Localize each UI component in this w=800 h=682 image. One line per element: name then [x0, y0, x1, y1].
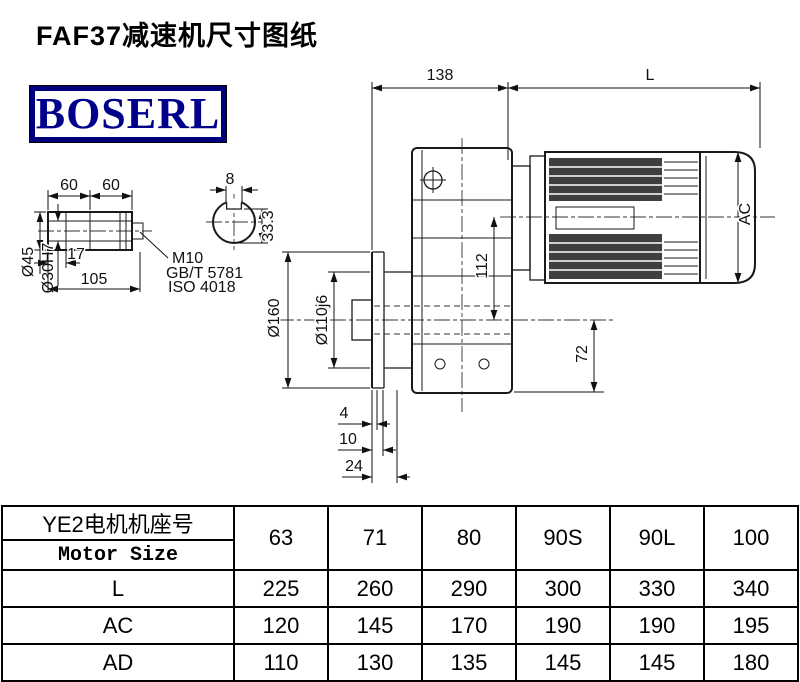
- shaft-section-view: 8 33.3: [206, 170, 279, 250]
- cell-AD-63: 110: [233, 643, 327, 680]
- dim-112-label: 112: [474, 253, 491, 279]
- motor-size-label-cn: YE2电机机座号: [3, 507, 233, 541]
- motor-size-80: 80: [421, 507, 515, 569]
- dim-d110: Ø110j6: [313, 271, 370, 369]
- boserl-logo-text: BOSERL: [35, 89, 221, 138]
- dim-60-left-label: 60: [60, 177, 78, 194]
- gearbox-housing: [374, 147, 513, 394]
- output-flange: [351, 251, 412, 389]
- motor-size-71: 71: [327, 507, 421, 569]
- dim-33-3-label: 33.3: [260, 210, 277, 241]
- motor-size-label-en: Motor Size: [57, 543, 179, 567]
- motor-size-90s: 90S: [515, 507, 609, 569]
- dim-17-label: 17: [67, 246, 85, 263]
- dim-d160: Ø160: [265, 251, 370, 389]
- cell-AC-90l: 190: [609, 606, 703, 643]
- cell-AC-80: 170: [421, 606, 515, 643]
- cell-L-80: 290: [421, 569, 515, 606]
- row-label-AD: AD: [3, 643, 233, 680]
- motor-adapter: [511, 155, 546, 281]
- cell-L-90l: 330: [609, 569, 703, 606]
- boserl-logo: BOSERL: [30, 86, 226, 142]
- cell-L-71: 260: [327, 569, 421, 606]
- page-title: FAF37减速机尺寸图纸: [36, 21, 319, 51]
- cell-L-100: 340: [703, 569, 797, 606]
- cell-AC-71: 145: [327, 606, 421, 643]
- row-label-L: L: [3, 569, 233, 606]
- standard-gbt-label: GB/T 5781: [166, 265, 243, 282]
- cell-L-90s: 300: [515, 569, 609, 606]
- motor-nameplate: [555, 206, 635, 230]
- dim-138-L: 138 L: [371, 66, 761, 250]
- cell-AC-63: 120: [233, 606, 327, 643]
- dim-138-label: 138: [427, 67, 454, 84]
- cell-AD-100: 180: [703, 643, 797, 680]
- dim-60-right-label: 60: [102, 177, 120, 194]
- row-label-AC: AC: [3, 606, 233, 643]
- standard-iso-label: ISO 4018: [168, 279, 236, 296]
- cell-AD-71: 130: [327, 643, 421, 680]
- cell-AD-90s: 145: [515, 643, 609, 680]
- cell-L-63: 225: [233, 569, 327, 606]
- cell-AD-80: 135: [421, 643, 515, 680]
- cell-AC-90s: 190: [515, 606, 609, 643]
- motor-size-100: 100: [703, 507, 797, 569]
- table-header-motor-size: YE2电机机座号 Motor Size: [3, 507, 233, 569]
- dim-d160-label: Ø160: [266, 298, 283, 337]
- dim-72-label: 72: [574, 345, 591, 363]
- dim-AC: AC: [734, 152, 756, 283]
- dim-24-label: 24: [345, 458, 363, 475]
- hollow-shaft: [47, 211, 144, 251]
- dim-72: 72: [514, 320, 604, 393]
- cell-AD-90l: 145: [609, 643, 703, 680]
- keyway-slot: [225, 202, 243, 210]
- dim-10-label: 10: [339, 431, 357, 448]
- thread-m10-label: M10: [172, 250, 203, 267]
- dim-105-label: 105: [81, 271, 108, 288]
- retaining-bolt: [131, 222, 144, 240]
- motor-size-90l: 90L: [609, 507, 703, 569]
- dimension-table: YE2电机机座号 Motor Size 63 71 80 90S 90L 100…: [1, 505, 799, 682]
- dim-8-label: 8: [226, 171, 235, 188]
- main-view: 138 L AC 112 72 Ø160: [265, 66, 775, 483]
- dim-112: 112: [473, 217, 498, 320]
- motor-size-63: 63: [233, 507, 327, 569]
- dim-d45-label: Ø45: [20, 247, 37, 277]
- cell-AC-100: 195: [703, 606, 797, 643]
- motor: [544, 151, 756, 284]
- dim-d110-label: Ø110j6: [314, 295, 331, 346]
- dim-L-label: L: [646, 67, 655, 84]
- dim-AC-label: AC: [737, 203, 754, 225]
- dim-4-label: 4: [340, 405, 349, 422]
- shaft-detail-view: 60 60 Ø45 Ø30H7 17 105 M10 GB/T 5781 ISO…: [19, 176, 245, 298]
- dim-4-10-24: 4 10 24: [338, 390, 410, 483]
